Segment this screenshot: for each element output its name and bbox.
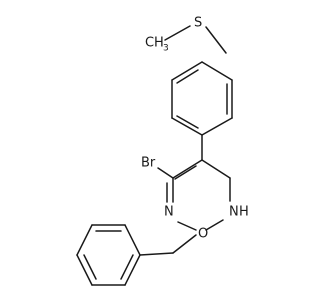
bond-c5-c4-inner: [174, 165, 197, 180]
atom-label-oxygen: O: [198, 227, 208, 242]
bond-top-ring-3: [201, 117, 233, 136]
bond-c5-c4: [172, 159, 203, 179]
bond-c4-br: [157, 167, 174, 179]
phenyl-ring-top: [171, 61, 233, 136]
atom-label-ring-nitrogen: N: [164, 205, 174, 220]
phenyl-ring-bottom: [76, 224, 141, 286]
bond-c2-ch2: [172, 234, 197, 254]
atom-label-methyl-c: C: [145, 36, 154, 51]
chemical-structure: C H 3 S Br N N H O: [76, 15, 249, 286]
bond-c5-c6: [201, 159, 231, 179]
bond-s-ring: [205, 26, 227, 54]
atom-label-nh: N H: [229, 205, 249, 220]
bond-top-ring-1: [201, 61, 233, 81]
atom-label-bromine: Br: [141, 156, 156, 171]
bond-n3-c2: [177, 221, 197, 231]
bond-bot-ring-inner-2: [83, 254, 97, 280]
bond-bot-ring-4: [76, 254, 93, 286]
atom-label-methyl-h-count: 3: [163, 44, 169, 54]
bond-c2-n1: [205, 219, 224, 231]
bond-bot-ring-6: [124, 254, 141, 286]
atom-label-ch3: C H 3: [145, 36, 169, 54]
methylthio-group: [164, 25, 227, 54]
bond-bot-ring-3: [76, 224, 93, 256]
bond-ch3-s: [164, 25, 191, 41]
bond-bot-ring-1: [124, 224, 141, 256]
pyrimidinone-ring: [166, 159, 231, 231]
atom-label-methyl-h: H: [154, 36, 164, 51]
bond-top-ring-inner-3: [176, 69, 199, 84]
bond-top-ring-6: [171, 61, 203, 81]
atom-label-nh-n: N: [229, 205, 239, 220]
bond-top-ring-inner-2: [176, 115, 199, 129]
atom-label-sulfur: S: [194, 16, 202, 31]
bond-ch2-phenyl: [139, 252, 174, 256]
bond-top-ring-4: [171, 117, 203, 136]
atom-label-nh-h: H: [239, 205, 249, 220]
bond-bot-ring-inner-3: [120, 254, 134, 280]
